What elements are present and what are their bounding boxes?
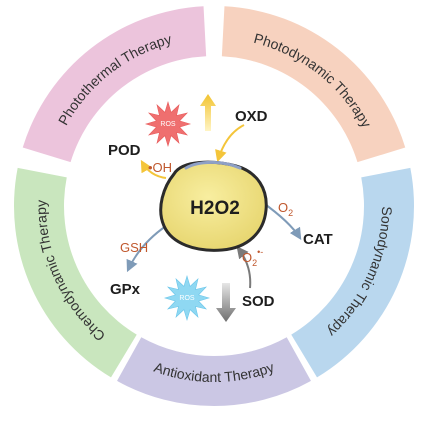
oxd-arrow (215, 124, 245, 163)
pod-label: POD (108, 142, 141, 159)
decrease-arrow-icon (216, 283, 236, 322)
segment-sonodynamic (291, 167, 414, 378)
hydroxyl-radical-label: •OH (148, 160, 172, 175)
oxygen-label: O2 (278, 200, 293, 218)
sod-label: SOD (242, 293, 275, 310)
burst-blue-icon (163, 274, 211, 322)
ros-burst-blue: ROS (163, 274, 211, 322)
h2o2-label: H2O2 (190, 198, 240, 219)
segment-chemodynamic (13, 167, 137, 378)
cat-label: CAT (303, 231, 333, 248)
segment-photodynamic (221, 6, 406, 163)
superoxide-label: O2•- (242, 247, 263, 268)
ros-burst-red: ROS (144, 100, 192, 148)
gpx-label: GPx (110, 281, 141, 298)
oxd-label: OXD (235, 108, 268, 125)
therapy-ring: Photothermal Therapy Photodynamic Therap… (13, 6, 414, 406)
segment-antioxidant (117, 337, 311, 406)
segment-photothermal (22, 6, 207, 163)
increase-arrow-icon (200, 94, 216, 131)
gsh-arrow (126, 225, 167, 273)
gsh-label: GSH (120, 240, 148, 255)
superoxide-arrow (236, 246, 252, 289)
oh-arrow (140, 159, 167, 179)
ros-blue-label: ROS (179, 295, 195, 302)
burst-red-icon (144, 100, 192, 148)
ros-red-label: ROS (160, 121, 176, 128)
h2o2-core-highlight (184, 160, 242, 170)
